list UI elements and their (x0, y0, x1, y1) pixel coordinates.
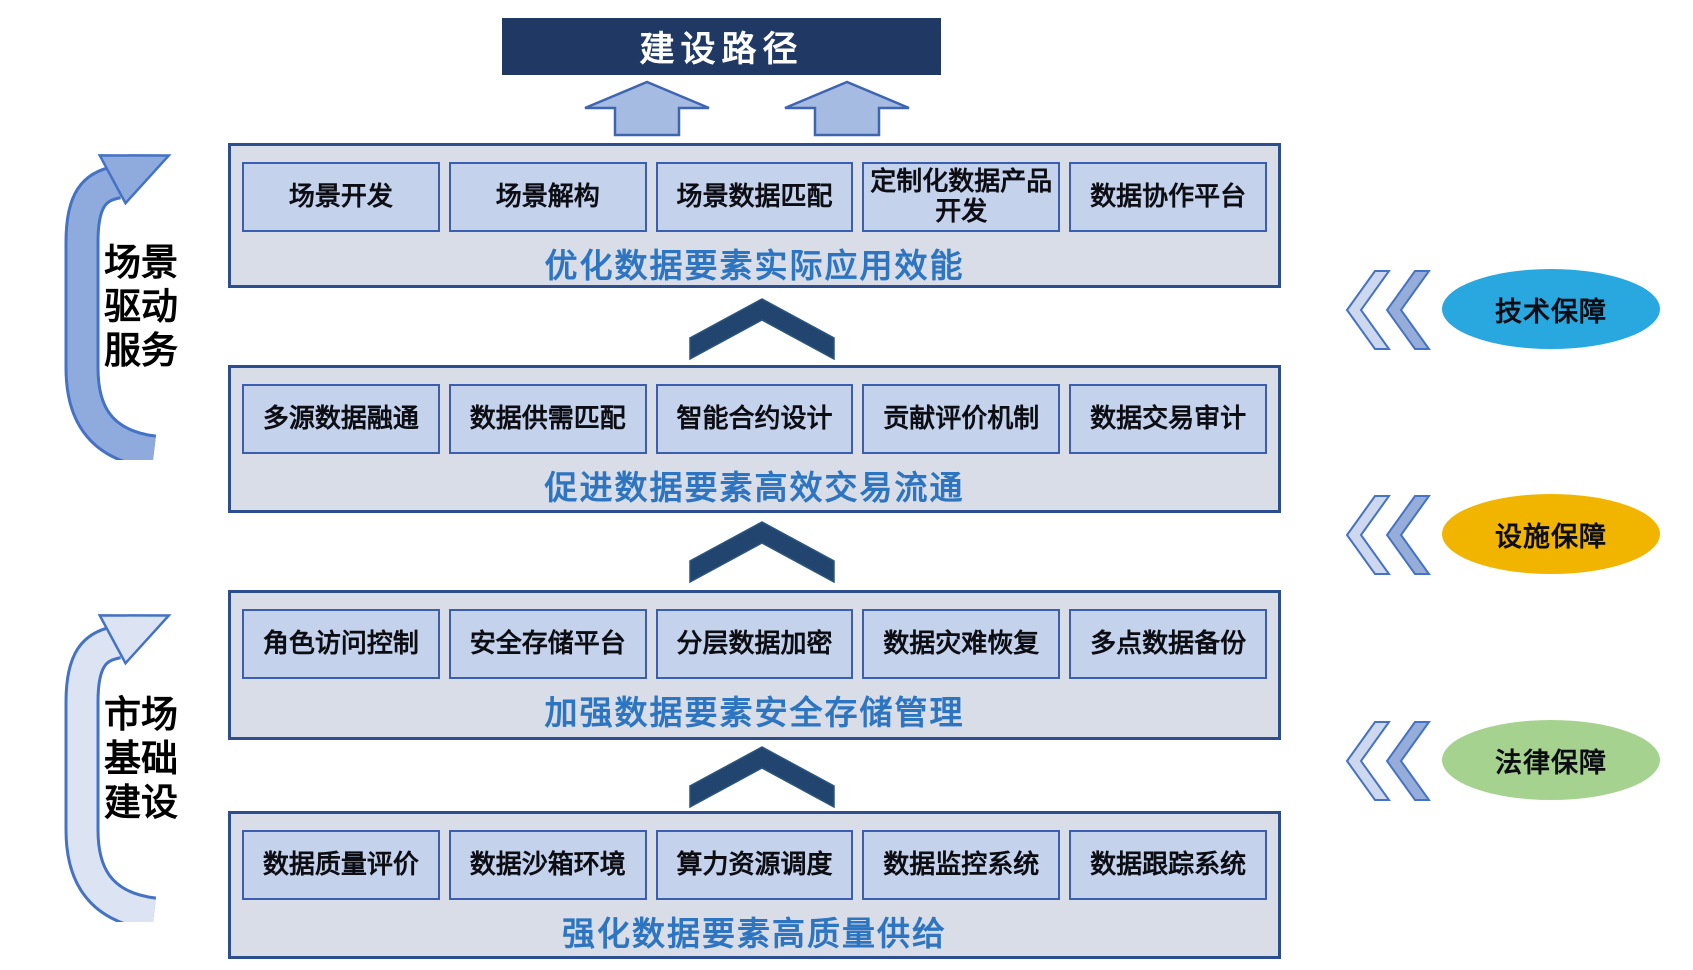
item-box: 场景开发 (242, 162, 440, 232)
band-caption: 强化数据要素高质量供给 (562, 917, 947, 953)
badge-facility: 设施保障 (1442, 494, 1660, 574)
band-boxes: 角色访问控制 安全存储平台 分层数据加密 数据灾难恢复 多点数据备份 (242, 609, 1267, 679)
badge-legal: 法律保障 (1442, 720, 1660, 800)
item-box: 数据沙箱环境 (448, 830, 647, 900)
curved-arrow-icon (64, 154, 172, 460)
band-row-application: 场景开发 场景解构 场景数据匹配 定制化数据产品开发 数据协作平台 优化数据要素… (228, 143, 1281, 288)
band-boxes: 数据质量评价 数据沙箱环境 算力资源调度 数据监控系统 数据跟踪系统 (242, 830, 1267, 900)
band-caption: 促进数据要素高效交易流通 (544, 471, 965, 507)
item-box: 数据供需匹配 (448, 384, 647, 454)
item-box: 分层数据加密 (655, 609, 854, 679)
item-box: 场景数据匹配 (655, 162, 854, 232)
left-label-scenario: 场景 驱动 服务 (104, 243, 178, 372)
left-label-market: 市场 基础 建设 (104, 695, 178, 824)
page-title: 建设路径 (502, 18, 941, 75)
item-box: 数据交易审计 (1069, 384, 1267, 454)
double-chevron-left-icon (1345, 270, 1431, 350)
item-box: 算力资源调度 (655, 830, 854, 900)
double-chevron-left-icon (1345, 495, 1431, 575)
chevron-up-icon (689, 746, 835, 808)
item-box: 数据质量评价 (242, 830, 440, 900)
chevron-up-icon (689, 298, 835, 360)
band-caption: 优化数据要素实际应用效能 (544, 249, 965, 285)
item-box: 数据灾难恢复 (862, 609, 1061, 679)
band-boxes: 场景开发 场景解构 场景数据匹配 定制化数据产品开发 数据协作平台 (242, 162, 1267, 232)
item-box: 数据协作平台 (1069, 162, 1267, 232)
item-box: 数据跟踪系统 (1069, 830, 1267, 900)
chevron-up-icon (689, 521, 835, 583)
item-box: 场景解构 (448, 162, 647, 232)
up-arrow-icon (784, 80, 910, 137)
item-box: 贡献评价机制 (862, 384, 1061, 454)
band-row-trading: 多源数据融通 数据供需匹配 智能合约设计 贡献评价机制 数据交易审计 促进数据要… (228, 365, 1281, 513)
item-box: 多点数据备份 (1069, 609, 1267, 679)
item-box: 安全存储平台 (448, 609, 647, 679)
item-box: 智能合约设计 (655, 384, 854, 454)
curved-arrow-icon (64, 614, 172, 922)
double-chevron-left-icon (1345, 721, 1431, 801)
item-box: 多源数据融通 (242, 384, 440, 454)
badge-tech: 技术保障 (1442, 269, 1660, 349)
item-box: 数据监控系统 (862, 830, 1061, 900)
item-box: 角色访问控制 (242, 609, 440, 679)
up-arrow-icon (584, 80, 710, 137)
item-box: 定制化数据产品开发 (862, 162, 1061, 232)
band-row-storage: 角色访问控制 安全存储平台 分层数据加密 数据灾难恢复 多点数据备份 加强数据要… (228, 590, 1281, 740)
band-row-supply: 数据质量评价 数据沙箱环境 算力资源调度 数据监控系统 数据跟踪系统 强化数据要… (228, 811, 1281, 959)
band-boxes: 多源数据融通 数据供需匹配 智能合约设计 贡献评价机制 数据交易审计 (242, 384, 1267, 454)
band-caption: 加强数据要素安全存储管理 (544, 696, 965, 732)
